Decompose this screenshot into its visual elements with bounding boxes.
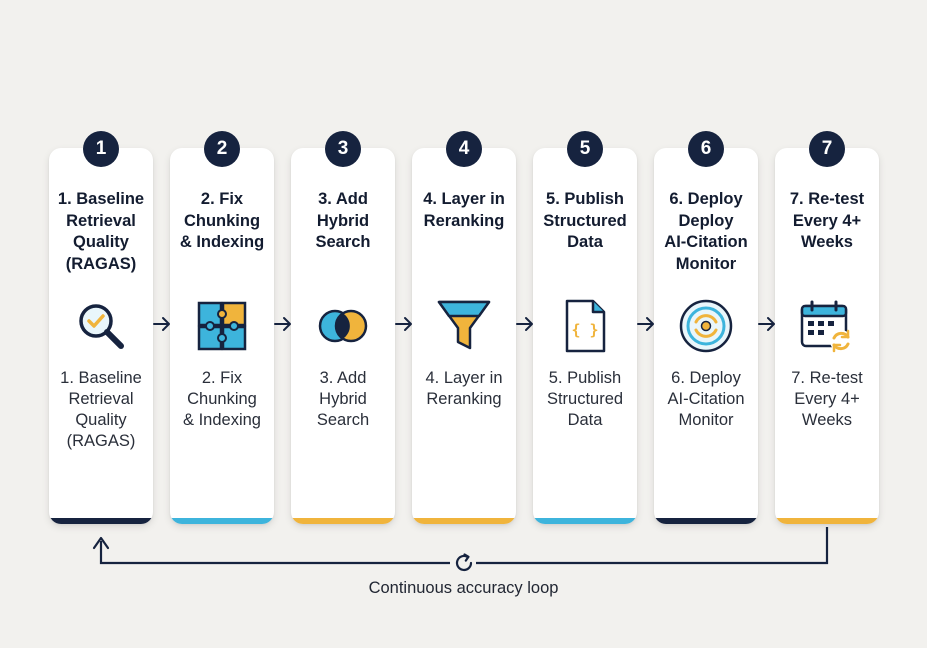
step-card-6: 6. Deploy Deploy AI-Citation Monitor 6. … [654, 148, 758, 524]
step-card-1: 1. Baseline Retrieval Quality (RAGAS) 1.… [49, 148, 153, 524]
step-title: 3. Add Hybrid Search [315, 190, 371, 251]
code-document-icon: { } [557, 298, 613, 354]
step-accent-bar [291, 518, 395, 524]
step-title: 6. Deploy Deploy AI-Citation Monitor [664, 190, 748, 273]
magnifier-check-icon [73, 298, 129, 354]
step-card-5: 5. Publish Structured Data { } 5. Publis… [533, 148, 637, 524]
arrow-right-icon [274, 317, 291, 331]
arrow-right-icon [637, 317, 654, 331]
step-card-2: 2. Fix Chunking & Indexing 2. Fix Chunki… [170, 148, 274, 524]
step-accent-bar [412, 518, 516, 524]
step-title: 7. Re-test Every 4+ Weeks [789, 190, 865, 251]
step-title: 4. Layer in Reranking [423, 190, 505, 230]
step-number-badge: 2 [204, 131, 240, 167]
step-number-badge: 3 [325, 131, 361, 167]
step-description: 1. Baseline Retrieval Quality (RAGAS) [60, 369, 142, 450]
funnel-icon [436, 298, 492, 354]
step-number-badge: 6 [688, 131, 724, 167]
svg-text:{ }: { } [571, 321, 598, 339]
step-accent-bar [533, 518, 637, 524]
arrow-right-icon [516, 317, 533, 331]
step-accent-bar [49, 518, 153, 524]
signal-target-icon [678, 298, 734, 354]
step-title: 5. Publish Structured Data [543, 190, 627, 251]
loop-label: Continuous accuracy loop [368, 579, 559, 597]
arrow-right-icon [395, 317, 412, 331]
step-description: 2. Fix Chunking & Indexing [183, 369, 261, 429]
step-description: 6. Deploy AI-Citation Monitor [667, 369, 745, 429]
refresh-icon [455, 553, 473, 572]
step-card-7: 7. Re-test Every 4+ Weeks 7. Re-test Eve… [775, 148, 879, 524]
step-description: 4. Layer in Reranking [425, 369, 503, 408]
calendar-refresh-icon [799, 298, 855, 354]
step-number-badge: 7 [809, 131, 845, 167]
step-card-3: 3. Add Hybrid Search 3. Add Hybrid Searc… [291, 148, 395, 524]
step-number-badge: 5 [567, 131, 603, 167]
arrow-right-icon [153, 317, 170, 331]
step-card-4: 4. Layer in Reranking 4. Layer in Rerank… [412, 148, 516, 524]
step-accent-bar [654, 518, 758, 524]
step-title: 2. Fix Chunking & Indexing [179, 190, 265, 251]
puzzle-icon [194, 298, 250, 354]
step-description: 3. Add Hybrid Search [316, 369, 370, 429]
step-accent-bar [775, 518, 879, 524]
step-accent-bar [170, 518, 274, 524]
step-title: 1. Baseline Retrieval Quality (RAGAS) [57, 190, 145, 273]
arrow-right-icon [758, 317, 775, 331]
step-number-badge: 1 [83, 131, 119, 167]
step-number-badge: 4 [446, 131, 482, 167]
venn-circles-icon [315, 298, 371, 354]
step-description: 7. Re-test Every 4+ Weeks [791, 369, 863, 429]
step-description: 5. Publish Structured Data [546, 369, 624, 429]
